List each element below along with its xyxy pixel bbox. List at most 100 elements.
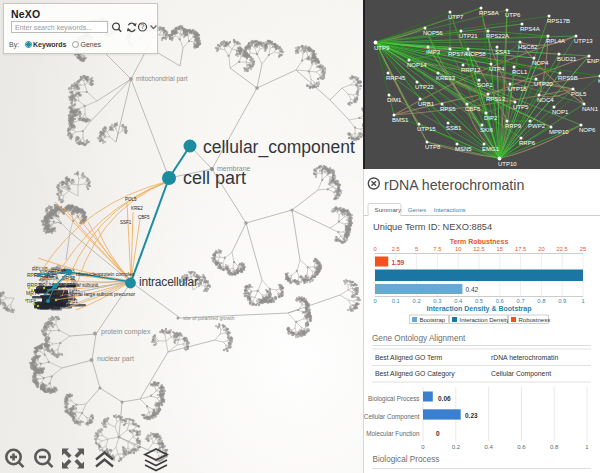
svg-text:NOP56: NOP56: [423, 30, 443, 36]
svg-text:Interaction Density & Bootstra: Interaction Density & Bootstrap: [426, 305, 531, 313]
svg-text:0.2: 0.2: [413, 298, 421, 304]
svg-text:rDNA heterochromatin: rDNA heterochromatin: [491, 354, 558, 361]
svg-text:Gene Ontology Alignment: Gene Ontology Alignment: [372, 334, 466, 343]
svg-text:Biological Process: Biological Process: [373, 455, 440, 464]
svg-text:UTP8: UTP8: [425, 144, 441, 150]
svg-text:Molecular Function: Molecular Function: [366, 430, 420, 437]
svg-text:0.42: 0.42: [466, 286, 479, 293]
svg-text:0.6: 0.6: [517, 444, 526, 450]
svg-text:UTP5: UTP5: [513, 104, 529, 110]
svg-text:Term Robustness: Term Robustness: [450, 238, 509, 245]
svg-text:RCL1: RCL1: [512, 69, 528, 75]
svg-text:PWP2: PWP2: [528, 123, 546, 129]
svg-text:7.5: 7.5: [433, 246, 441, 252]
svg-text:POL5: POL5: [571, 91, 587, 97]
svg-text:DIM1: DIM1: [387, 97, 402, 103]
svg-text:0.06: 0.06: [438, 395, 451, 402]
svg-text:2.5: 2.5: [392, 246, 400, 252]
svg-text:1: 1: [585, 444, 589, 450]
svg-text:0.9: 0.9: [558, 298, 566, 304]
svg-text:SOF1: SOF1: [477, 82, 493, 88]
svg-text:RRP12: RRP12: [461, 67, 481, 73]
svg-text:RPS8A: RPS8A: [479, 10, 499, 16]
svg-text:BUD21: BUD21: [557, 56, 577, 62]
svg-text:Cellular Component: Cellular Component: [364, 413, 420, 421]
svg-text:0: 0: [373, 298, 376, 304]
svg-text:17.5: 17.5: [515, 246, 526, 252]
svg-text:SKI6: SKI6: [480, 127, 494, 133]
svg-text:RRP6: RRP6: [519, 140, 536, 146]
svg-text:12.5: 12.5: [473, 246, 484, 252]
svg-text:RPS7A: RPS7A: [448, 51, 468, 57]
svg-text:0.5: 0.5: [475, 298, 483, 304]
svg-text:RPS13: RPS13: [486, 96, 506, 102]
svg-text:DIP2: DIP2: [484, 115, 498, 121]
svg-text:RPS4A: RPS4A: [520, 26, 540, 32]
svg-text:URB1: URB1: [418, 101, 435, 107]
svg-text:Cellular Component: Cellular Component: [491, 370, 551, 378]
svg-text:0: 0: [421, 444, 425, 450]
svg-text:0.23: 0.23: [465, 412, 478, 419]
svg-text:NOP58: NOP58: [466, 51, 486, 57]
svg-text:0.8: 0.8: [550, 444, 559, 450]
svg-text:1: 1: [581, 298, 584, 304]
svg-text:0.6: 0.6: [496, 298, 504, 304]
svg-text:0: 0: [436, 430, 440, 437]
svg-text:UTP4: UTP4: [489, 66, 505, 72]
svg-text:UTP20: UTP20: [534, 81, 553, 87]
svg-text:15: 15: [497, 246, 503, 252]
svg-text:MSN5: MSN5: [455, 146, 472, 152]
svg-text:NOP14: NOP14: [407, 62, 427, 68]
svg-text:0.1: 0.1: [392, 298, 400, 304]
svg-text:UTP22: UTP22: [415, 84, 434, 90]
svg-text:BMS1: BMS1: [392, 117, 409, 123]
svg-text:0: 0: [373, 246, 376, 252]
svg-text:RPS22A: RPS22A: [486, 33, 509, 39]
svg-text:0.4: 0.4: [454, 298, 463, 304]
svg-text:Interactions: Interactions: [434, 206, 466, 213]
svg-text:NOP1: NOP1: [552, 109, 569, 115]
svg-text:NOP4: NOP4: [532, 60, 549, 66]
svg-text:IMP3: IMP3: [426, 49, 441, 55]
svg-text:RPS9B: RPS9B: [558, 75, 578, 81]
svg-text:0.2: 0.2: [452, 444, 461, 450]
svg-text:rDNA heterochromatin: rDNA heterochromatin: [384, 177, 524, 193]
svg-text:UTP21: UTP21: [459, 33, 478, 39]
svg-text:25: 25: [580, 246, 586, 252]
svg-text:Bootstrap: Bootstrap: [420, 317, 446, 323]
svg-text:Best Aligned GO Term: Best Aligned GO Term: [375, 354, 442, 362]
svg-text:RRP45: RRP45: [386, 75, 406, 81]
svg-text:20: 20: [538, 246, 544, 252]
svg-text:RRP9: RRP9: [505, 123, 522, 129]
svg-text:0.8: 0.8: [537, 298, 545, 304]
svg-text:RPS5: RPS5: [440, 106, 456, 112]
svg-text:NOC4: NOC4: [537, 97, 554, 103]
svg-text:?: ?: [141, 23, 145, 30]
svg-text:Unique Term ID: NEXO:8854: Unique Term ID: NEXO:8854: [373, 222, 492, 232]
svg-text:UTP9: UTP9: [374, 45, 390, 51]
svg-text:Genes: Genes: [408, 206, 426, 213]
svg-text:HSC82: HSC82: [518, 44, 538, 50]
svg-text:SSB1: SSB1: [446, 125, 462, 131]
svg-text:KRE33: KRE33: [436, 75, 456, 81]
svg-text:5: 5: [415, 246, 418, 252]
svg-text:UTP13: UTP13: [574, 38, 593, 44]
svg-text:SSA1: SSA1: [495, 49, 511, 55]
svg-text:22.5: 22.5: [557, 246, 568, 252]
svg-text:EMG1: EMG1: [482, 146, 500, 152]
svg-text:UTP15: UTP15: [417, 126, 436, 132]
svg-text:10: 10: [455, 246, 461, 252]
svg-text:NAN1: NAN1: [582, 106, 599, 112]
svg-text:UTP7: UTP7: [448, 14, 464, 20]
svg-text:CBF5: CBF5: [465, 106, 481, 112]
svg-text:UTP6: UTP6: [505, 12, 521, 18]
svg-text:ENP1: ENP1: [587, 58, 600, 64]
svg-text:UTP10: UTP10: [498, 161, 517, 167]
svg-text:Best Aligned GO Category: Best Aligned GO Category: [375, 370, 455, 378]
svg-text:0.7: 0.7: [517, 298, 525, 304]
svg-text:Summary: Summary: [375, 206, 402, 213]
svg-text:MPP10: MPP10: [549, 129, 569, 135]
svg-text:0.4: 0.4: [484, 444, 493, 450]
svg-text:UTP18: UTP18: [508, 86, 527, 92]
svg-text:Robustness: Robustness: [519, 317, 551, 323]
